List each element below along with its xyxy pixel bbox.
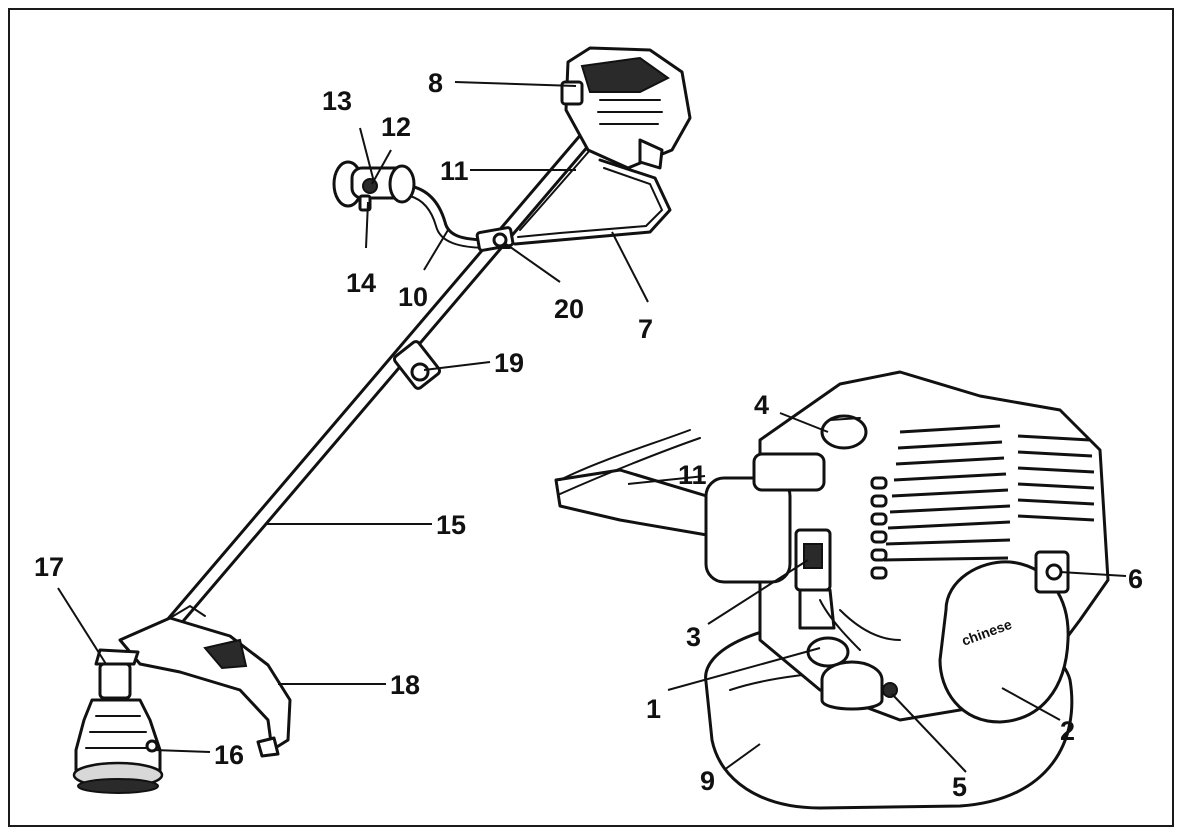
- hanger-clamp: [392, 340, 442, 390]
- fuel-cap: [820, 660, 898, 711]
- callout-16: 16: [214, 740, 244, 770]
- callout-9: 9: [700, 766, 715, 796]
- rear-guard-inner: [517, 167, 664, 238]
- callout-18: 18: [390, 670, 420, 700]
- engine-top-illustration: [560, 46, 692, 170]
- callout-19: 19: [494, 348, 524, 378]
- callout-7: 7: [638, 314, 653, 344]
- callout-5: 5: [952, 772, 967, 802]
- callout-11-top: 11: [440, 156, 469, 186]
- recoil-starter: chinese: [938, 560, 1070, 724]
- leader-lines: [57, 81, 1127, 773]
- callout-15: 15: [436, 510, 466, 540]
- vent-slots: [870, 476, 888, 580]
- engine-closeup-illustration: chinese: [554, 370, 1110, 810]
- callout-8: 8: [428, 68, 443, 98]
- handle-clamp: [475, 226, 515, 252]
- drive-shaft: [142, 100, 620, 658]
- brush-cutter-illustration: [72, 46, 692, 794]
- callout-12: 12: [381, 112, 411, 142]
- callout-1: 1: [646, 694, 661, 724]
- trimmer-head: [72, 698, 164, 794]
- cooling-fins: [883, 424, 1095, 562]
- rear-guard-hoop: [513, 158, 672, 246]
- spark-plug-cap: [820, 414, 868, 450]
- callout-14: 14: [346, 268, 376, 298]
- callout-20: 20: [554, 294, 584, 324]
- choke-lever: [794, 528, 836, 630]
- callout-2: 2: [1060, 716, 1075, 746]
- callout-labels: 8 13 12 11 14 10 20 7 19 15 17 18 16 4 1…: [34, 68, 1143, 802]
- handle-bar: [408, 184, 512, 249]
- callout-10: 10: [398, 282, 428, 312]
- primer-bulb: [806, 599, 901, 668]
- callout-17: 17: [34, 552, 64, 582]
- gear-head: [94, 648, 140, 700]
- callout-11-engine: 11: [678, 460, 707, 490]
- callout-13: 13: [322, 86, 352, 116]
- throttle-grip: [332, 160, 416, 212]
- air-filter-cover: [704, 452, 826, 584]
- callout-3: 3: [686, 622, 701, 652]
- callout-4: 4: [754, 390, 769, 420]
- callout-6: 6: [1128, 564, 1143, 594]
- safety-guard: [118, 604, 292, 758]
